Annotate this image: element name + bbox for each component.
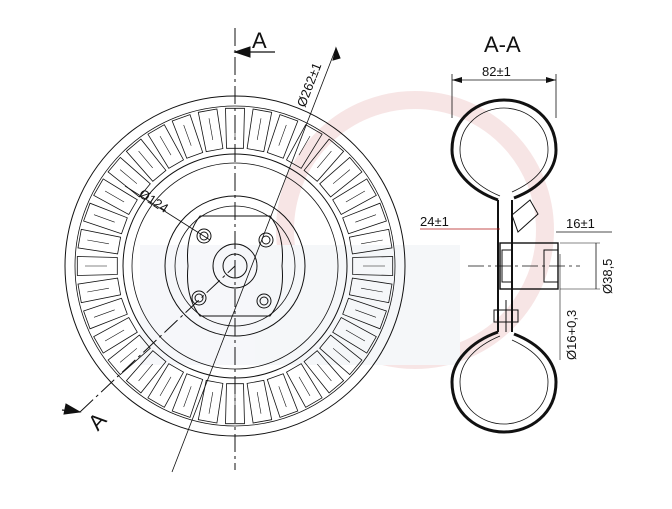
hub-plate	[187, 215, 283, 317]
tread-block	[83, 202, 128, 235]
tread-groove	[298, 135, 311, 156]
outer-dia-leader	[171, 47, 337, 473]
tread-groove	[119, 169, 138, 184]
tread-groove	[278, 124, 287, 146]
tread-block	[303, 138, 345, 182]
tread-groove	[345, 190, 366, 203]
tread-block	[319, 334, 363, 376]
tread-block	[352, 256, 394, 276]
tread-block	[93, 178, 138, 216]
tread-groove	[317, 150, 332, 169]
tread-groove	[298, 376, 311, 397]
wheel-section-view	[420, 74, 612, 434]
wheel-front-view	[61, 28, 406, 473]
tread-block	[303, 350, 345, 394]
tread-groove	[87, 287, 109, 293]
tread-block	[147, 124, 185, 169]
tread-block	[332, 178, 377, 216]
tread-groove	[159, 376, 172, 397]
tread-groove	[332, 348, 351, 363]
tread-block	[83, 297, 128, 330]
tread-block	[266, 373, 299, 418]
tread-groove	[159, 135, 172, 156]
outer-dia-label: Ø262±1	[294, 61, 325, 109]
tread-block	[319, 156, 363, 198]
tread-groove	[208, 118, 214, 140]
tread-block	[77, 228, 122, 255]
tread-groove	[355, 214, 377, 223]
tread-block	[171, 114, 204, 159]
tread-groove	[278, 386, 287, 408]
tread-block	[342, 297, 387, 330]
tread-groove	[317, 363, 332, 382]
tread-block	[125, 350, 167, 394]
tread-block	[246, 379, 273, 424]
tread-groove	[361, 287, 383, 293]
tread-block	[332, 316, 377, 354]
tread-groove	[93, 309, 115, 318]
bearing-width-label: 16±1	[566, 216, 595, 231]
tread-block	[147, 363, 185, 408]
section-mark-bottom: A	[83, 407, 112, 435]
tread-groove	[119, 348, 138, 363]
tread-groove	[256, 118, 262, 140]
tread-block	[348, 228, 393, 255]
tread-groove	[332, 169, 351, 184]
tread-block	[266, 114, 299, 159]
tread-groove	[104, 329, 125, 342]
tread-groove	[104, 190, 125, 203]
bolt-circle-leader	[124, 185, 211, 241]
section-mark-top: A	[252, 28, 267, 53]
tread-groove	[355, 309, 377, 318]
watermark	[140, 91, 554, 369]
tread-block	[93, 316, 138, 354]
tread-groove	[208, 392, 214, 414]
tread-block	[285, 363, 323, 408]
tread-groove	[138, 363, 153, 382]
tread-groove	[256, 392, 262, 414]
tread-block	[197, 379, 224, 424]
tread-groove	[361, 239, 383, 245]
tread-block	[197, 108, 224, 153]
section-title: A-A	[484, 32, 521, 57]
tread-block	[77, 277, 122, 304]
tread-block	[285, 124, 323, 169]
width-label: 82±1	[482, 64, 511, 79]
tread-groove	[345, 329, 366, 342]
tread-block	[107, 334, 151, 376]
tread-pattern	[76, 107, 394, 425]
tread-groove	[93, 214, 115, 223]
tread-block	[76, 256, 118, 276]
tread-block	[225, 107, 245, 149]
bore-label: Ø16+0,3	[564, 310, 579, 360]
tread-groove	[87, 239, 109, 245]
tread-block	[246, 108, 273, 153]
tread-block	[225, 383, 245, 425]
bearing-od-label: Ø38,5	[600, 259, 615, 294]
tread-block	[348, 277, 393, 304]
section-line-diagonal	[79, 265, 236, 413]
bolt-circle-label: Ø124	[136, 186, 171, 216]
hub-offset-label: 24±1	[420, 214, 449, 229]
tread-block	[171, 373, 204, 418]
tread-block	[342, 202, 387, 235]
tread-groove	[183, 386, 192, 408]
tread-groove	[138, 150, 153, 169]
tread-block	[125, 138, 167, 182]
tread-groove	[183, 124, 192, 146]
